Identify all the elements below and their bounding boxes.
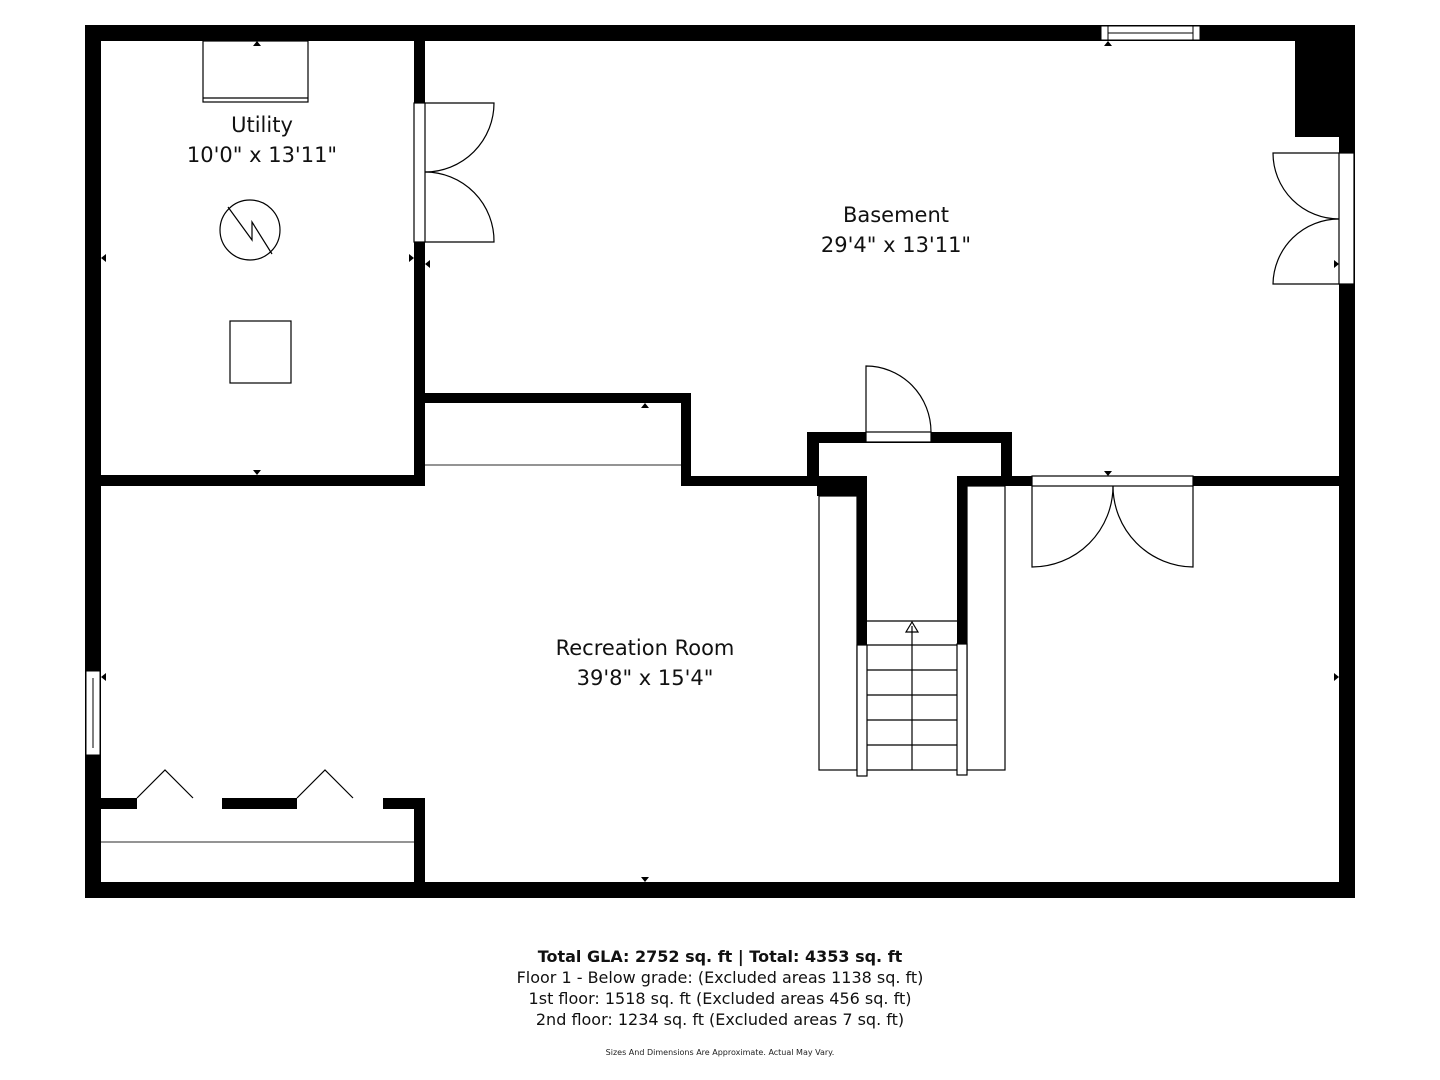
room-dimensions: 29'4" x 13'11" bbox=[820, 233, 972, 257]
room-label-utility: Utility 10'0" x 13'11" bbox=[187, 110, 337, 170]
room-dimensions: 39'8" x 15'4" bbox=[576, 666, 714, 690]
room-dimensions: 10'0" x 13'11" bbox=[186, 143, 338, 167]
closet-double-door bbox=[1031, 475, 1194, 568]
window-top bbox=[1100, 25, 1201, 41]
area-summary: Total GLA: 2752 sq. ft | Total: 4353 sq.… bbox=[0, 946, 1440, 1057]
staircase bbox=[818, 485, 1006, 777]
room-label-basement: Basement 29'4" x 13'11" bbox=[821, 200, 971, 260]
bifold-doors bbox=[136, 769, 354, 799]
thin-lines bbox=[101, 464, 681, 843]
room-label-recreation-room: Recreation Room 39'8" x 15'4" bbox=[556, 633, 735, 693]
total-area-line: Total GLA: 2752 sq. ft | Total: 4353 sq.… bbox=[537, 947, 903, 966]
floor-area-line: 2nd floor: 1234 sq. ft (Excluded areas 7… bbox=[535, 1010, 905, 1029]
disclaimer: Sizes And Dimensions Are Approximate. Ac… bbox=[605, 1048, 835, 1057]
floor-area-line: 1st floor: 1518 sq. ft (Excluded areas 4… bbox=[528, 989, 912, 1008]
floor-area-line: Floor 1 - Below grade: (Excluded areas 1… bbox=[516, 968, 924, 987]
utility-double-door bbox=[413, 102, 495, 243]
dimension-markers bbox=[101, 41, 1339, 882]
room-name: Utility bbox=[231, 113, 293, 137]
furnace-icon bbox=[229, 320, 292, 384]
window-left bbox=[85, 670, 101, 756]
right-double-door bbox=[1272, 152, 1355, 285]
stair-up-arrow-icon bbox=[904, 620, 920, 633]
stair-top-door bbox=[865, 365, 932, 443]
water-heater-icon bbox=[219, 199, 281, 261]
room-name: Recreation Room bbox=[555, 636, 735, 660]
utility-fixtures bbox=[202, 40, 309, 384]
room-name: Basement bbox=[842, 203, 950, 227]
